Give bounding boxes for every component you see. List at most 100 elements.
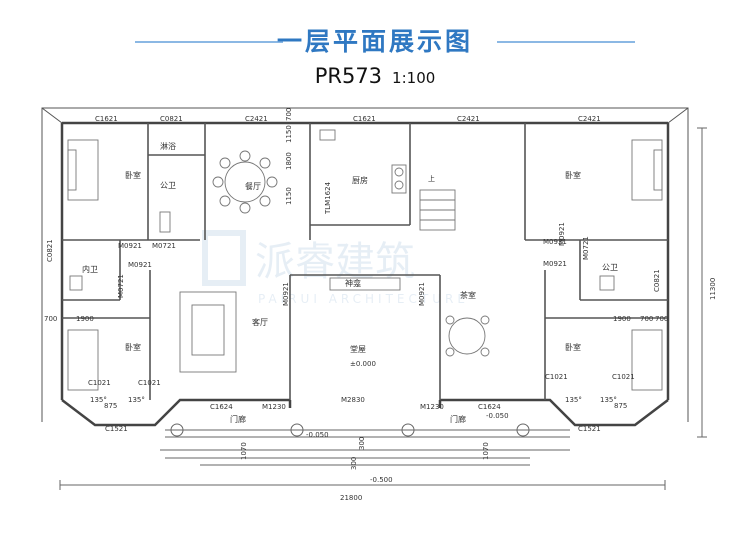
plan-scale: 1:100	[392, 69, 436, 87]
title-rule-left	[135, 41, 283, 43]
dim-total-width: 21800	[340, 494, 362, 502]
label-c2421-a: C2421	[245, 115, 268, 123]
label-c1021-b: C1021	[138, 379, 161, 387]
level-ground: -0.500	[370, 476, 393, 484]
label-m0921-d: M0921	[543, 260, 567, 268]
exterior-walls	[60, 121, 670, 427]
label-m2830: M2830	[341, 396, 365, 404]
label-c2421-c: C2421	[578, 115, 601, 123]
label-m0721-b: M0721	[117, 274, 125, 298]
room-bath-w: 公卫	[160, 181, 176, 190]
room-hall: 堂屋	[350, 344, 366, 354]
dim-1150-b: 1150	[285, 125, 293, 143]
label-c0821: C0821	[160, 115, 183, 123]
room-living: 客厅	[252, 317, 268, 327]
room-porch-w: 门廊	[230, 414, 246, 424]
interior-walls	[62, 123, 668, 400]
room-shrine: 神龛	[345, 278, 361, 288]
label-c1621-b: C1621	[353, 115, 376, 123]
bed-nw	[67, 139, 99, 201]
tea-table	[448, 317, 486, 355]
level-porch-w: -0.050	[306, 431, 329, 439]
label-m0921-g: M0921	[558, 222, 566, 246]
dim-700-right-2: 700	[655, 315, 668, 323]
room-porch-e: 门廊	[450, 414, 466, 424]
shrine-table	[329, 277, 401, 291]
room-tea: 茶室	[460, 290, 476, 300]
label-angle-a: 135°	[90, 396, 107, 404]
room-shower: 淋浴	[160, 141, 176, 151]
bed-sw	[67, 329, 99, 391]
label-angle-c: 135°	[565, 396, 582, 404]
watermark-cn: 派睿建筑	[255, 239, 415, 285]
dim-1150: 1150	[285, 187, 293, 205]
dim-300-a: 300	[350, 457, 358, 470]
label-m0921-c: M0921	[543, 238, 567, 246]
watermark-en: PAIRUI ARCHITECTURE	[258, 292, 469, 306]
room-kitchen: 厨房	[352, 175, 368, 185]
label-angle-b: 135°	[128, 396, 145, 404]
bed-se	[631, 329, 663, 391]
dim-875-b: 875	[614, 402, 627, 410]
label-c2421-b: C2421	[457, 115, 480, 123]
label-c1621-a: C1621	[95, 115, 118, 123]
room-bed-ne: 卧室	[565, 170, 581, 180]
bed-ne	[631, 139, 663, 201]
page-title: 一层平面展示图	[276, 27, 473, 56]
label-c1624-a: C1624	[210, 403, 233, 411]
label-m0721-c: M0721	[582, 236, 590, 260]
room-bed-se: 卧室	[565, 342, 581, 352]
dim-1900-right: 1900	[613, 315, 631, 323]
room-dining: 餐厅	[245, 182, 261, 191]
label-m1230-b: M1230	[420, 403, 444, 411]
stairs-up: 上	[428, 174, 435, 183]
dim-1070-a: 1070	[240, 442, 248, 460]
label-m0721-a: M0721	[152, 242, 176, 250]
label-c1521-a: C1521	[105, 425, 128, 433]
plan-caption: PR573 1:100	[0, 64, 750, 88]
label-m0921-a: M0921	[118, 242, 142, 250]
label-c1021-c: C1021	[545, 373, 568, 381]
label-c1021-d: C1021	[612, 373, 635, 381]
watermark: 派睿建筑 PAIRUI ARCHITECTURE	[202, 230, 469, 306]
dim-700-top: 700	[285, 108, 293, 121]
room-bath-e: 公卫	[602, 263, 618, 272]
dim-300-b: 300	[358, 437, 366, 450]
label-c1624-b: C1624	[478, 403, 501, 411]
title-rule-right	[497, 41, 635, 43]
label-c1521-b: C1521	[578, 425, 601, 433]
living-sofa	[179, 291, 237, 373]
room-bed-nw: 卧室	[125, 170, 141, 180]
label-m0921-e: M0921	[282, 282, 290, 306]
roof-outline	[41, 107, 689, 422]
label-angle-d: 135°	[600, 396, 617, 404]
kitchen-stove	[391, 164, 407, 194]
dim-700-left: 700	[44, 315, 57, 323]
label-c0821-e: C0821	[653, 269, 661, 292]
dim-700-right: 700	[640, 315, 653, 323]
dim-875-a: 875	[104, 402, 117, 410]
label-m0921-b: M0921	[128, 261, 152, 269]
header: 一层平面展示图 PR573 1:100	[0, 0, 750, 100]
label-c1021-a: C1021	[88, 379, 111, 387]
plan-code: PR573	[314, 64, 383, 88]
column	[170, 423, 184, 437]
dim-1070-b: 1070	[482, 442, 490, 460]
level-porch-e: -0.050	[486, 412, 509, 420]
furniture	[67, 129, 663, 391]
label-c0821-w: C0821	[46, 239, 54, 262]
room-wash: 内卫	[82, 264, 98, 274]
label-m1230-a: M1230	[262, 403, 286, 411]
label-m0921-f: M0921	[418, 282, 426, 306]
column	[401, 423, 415, 437]
column	[290, 423, 304, 437]
front-porch	[59, 127, 707, 490]
column	[516, 423, 530, 437]
dining-table	[224, 161, 266, 203]
dim-total-height: 11300	[709, 278, 717, 300]
room-bed-sw: 卧室	[125, 342, 141, 352]
level-hall: ±0.000	[350, 360, 376, 368]
dim-1900-left: 1900	[76, 315, 94, 323]
dim-1800: 1800	[285, 152, 293, 170]
